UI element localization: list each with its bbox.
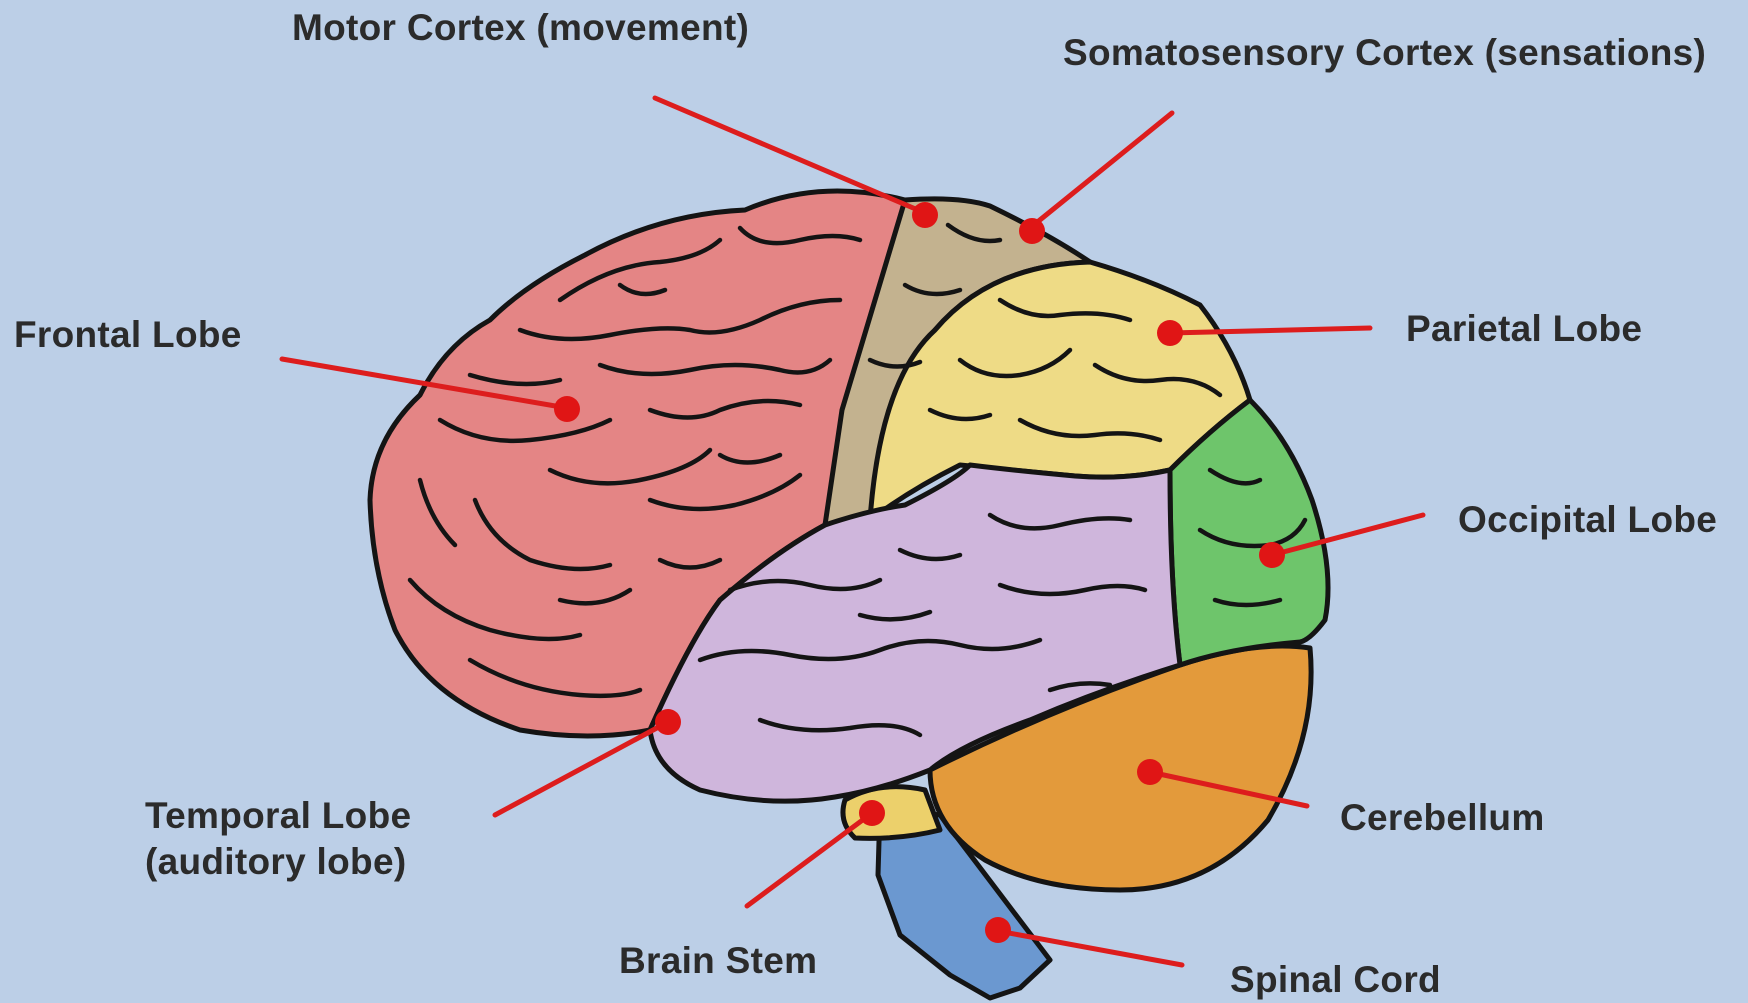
marker-occipital-lobe bbox=[1259, 542, 1285, 568]
label-brain-stem: Brain Stem bbox=[619, 939, 817, 983]
label-frontal-lobe: Frontal Lobe bbox=[14, 313, 242, 357]
marker-brain-stem bbox=[859, 800, 885, 826]
leader-brain-stem bbox=[747, 813, 872, 906]
marker-motor-cortex bbox=[912, 202, 938, 228]
label-occipital-lobe: Occipital Lobe bbox=[1458, 498, 1717, 542]
marker-cerebellum bbox=[1137, 759, 1163, 785]
label-parietal-lobe: Parietal Lobe bbox=[1406, 307, 1642, 351]
marker-spinal-cord bbox=[985, 917, 1011, 943]
label-motor-cortex: Motor Cortex (movement) bbox=[292, 6, 749, 50]
label-cerebellum: Cerebellum bbox=[1340, 796, 1545, 840]
marker-somatosensory-cortex bbox=[1019, 218, 1045, 244]
marker-parietal-lobe bbox=[1157, 320, 1183, 346]
label-temporal-lobe-line2: (auditory lobe) bbox=[145, 840, 406, 884]
label-spinal-cord: Spinal Cord bbox=[1230, 958, 1441, 1002]
label-somatosensory-cortex: Somatosensory Cortex (sensations) bbox=[1063, 31, 1706, 75]
leader-somatosensory-cortex bbox=[1030, 113, 1172, 228]
marker-temporal-lobe bbox=[655, 709, 681, 735]
label-temporal-lobe-line1: Temporal Lobe bbox=[145, 794, 411, 838]
marker-frontal-lobe bbox=[554, 396, 580, 422]
